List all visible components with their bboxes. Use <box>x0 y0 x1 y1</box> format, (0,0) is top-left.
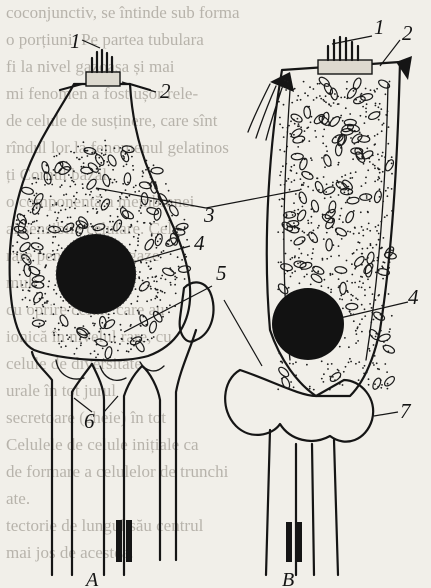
label-2-right: 2 <box>402 21 413 45</box>
nerve-fiber-b-2 <box>296 522 302 562</box>
label-4-left: 4 <box>194 231 205 255</box>
junction-b-right <box>396 56 412 80</box>
caption-a: A <box>84 569 99 588</box>
label-4-right: 4 <box>408 285 419 309</box>
background-text-line: de formare a celulelor de trunchi <box>6 462 229 481</box>
lead-3-b <box>206 190 300 208</box>
label-7: 7 <box>400 399 412 423</box>
background-text-line: urale în tot jurul <box>6 381 116 400</box>
label-1-right: 1 <box>374 15 385 39</box>
label-2-left: 2 <box>160 79 171 103</box>
background-text-line: mai jos de acestea. <box>6 543 133 562</box>
background-text-line: ți Cornul bazal <box>6 165 107 184</box>
background-text-line: ionică în nivelul rare, cu <box>6 327 172 346</box>
nerve-fiber-a-1 <box>116 520 122 562</box>
nerve-fiber-a-2 <box>126 520 132 562</box>
lead-5-b <box>224 300 262 366</box>
background-text-line: ate. <box>6 489 30 508</box>
label-1-left: 1 <box>70 29 81 53</box>
nerve-fiber-b-1 <box>286 522 292 562</box>
fibres-b <box>248 84 282 140</box>
label-3: 3 <box>203 203 215 227</box>
background-text-line: celule de diversitate <box>6 354 142 373</box>
cuticular-plate-b <box>318 60 372 74</box>
background-text-line: Celulele de celule inițiale ca <box>6 435 199 454</box>
background-text-line: coconjunctiv, se întinde sub forma <box>6 3 240 22</box>
caption-b: B <box>282 569 294 588</box>
lead-7-b <box>374 412 398 416</box>
label-5: 5 <box>216 261 227 285</box>
cuticular-plate-a <box>86 72 120 86</box>
nucleus-b <box>272 288 344 360</box>
label-6: 6 <box>84 409 95 433</box>
background-text-line: de celule de susținere, care sînt <box>6 111 218 130</box>
calyx-a <box>180 282 214 341</box>
stereocilia-b <box>328 37 358 60</box>
background-text-line: o porțiuni. Pe partea tubulara <box>6 30 204 49</box>
background-text-line: rîndul lor la fenomenul gelatinos <box>6 138 229 157</box>
cell-b <box>206 36 412 575</box>
